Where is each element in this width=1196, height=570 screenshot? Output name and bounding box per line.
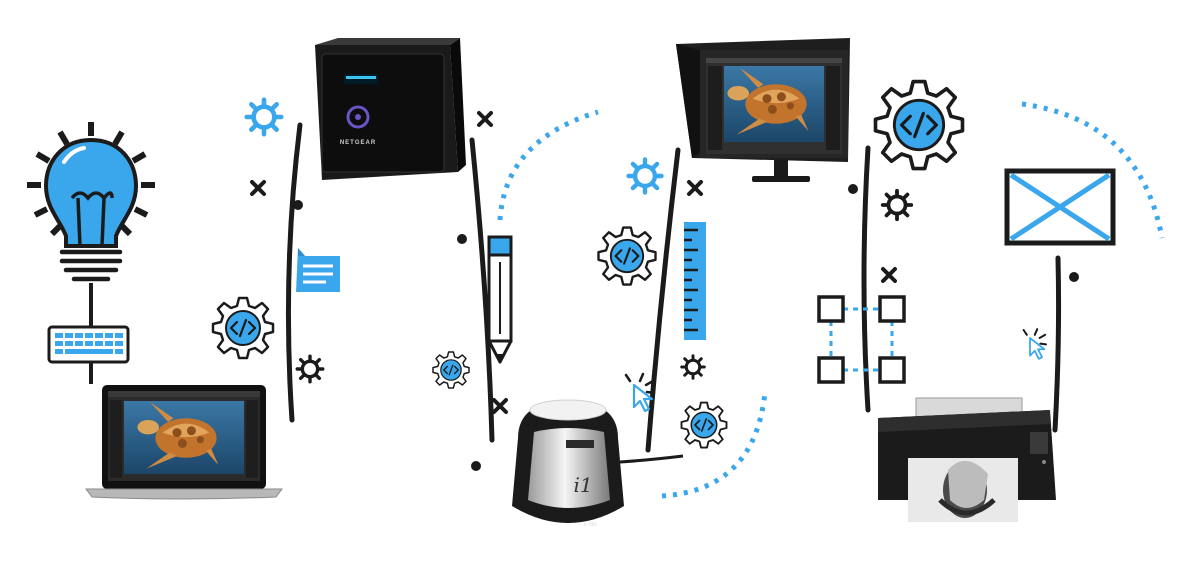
connector-line-5 [1052,255,1062,433]
gear-icon [247,100,282,135]
monitor-icon [676,38,850,182]
code-gear-icon [680,401,728,449]
ruler-icon [684,222,706,340]
gear-icon [629,160,662,193]
dotted-arc-1 [497,109,599,221]
laptop-icon [85,385,283,500]
cross-icon [881,267,897,283]
printer-icon [878,397,1056,522]
code-gear-icon [873,79,965,171]
gear-icon [880,188,914,222]
keyboard-icon [47,325,130,384]
cross-icon [492,398,508,414]
chat-bubble-icon [296,248,340,292]
lightbulb-icon [27,122,155,326]
connector-line-1 [285,122,303,423]
connector-line-3 [645,147,681,453]
node-dot [848,184,858,194]
code-gear-icon [432,351,470,389]
nas-brand-label: NETGEAR [340,140,376,146]
pencil-icon [487,235,513,364]
node-dots [293,184,1079,471]
node-dot [471,461,481,471]
connector-line-4 [861,145,871,413]
code-gear-icon [211,296,275,360]
cursor-click-icon [1022,328,1048,360]
dotted-arc-2 [661,391,768,499]
calibrator-icon: i1 x·rite [512,399,684,528]
calibrator-brand-label: i1 [573,473,592,497]
gear-icon [295,354,325,384]
node-dot [457,234,467,244]
envelope-icon [1004,168,1116,246]
dotted-arcs [497,101,1165,499]
nas-icon: NETGEAR [315,38,466,180]
node-dot [1069,272,1079,282]
connector-line-2 [469,137,495,443]
cross-icon [477,111,493,127]
calibrator-maker-label: x·rite [583,522,597,528]
node-dot [293,200,303,210]
cross-icon [250,180,266,196]
cross-icon [687,180,703,196]
connector-lines [285,122,1062,453]
code-gear-icon [597,226,657,286]
flowchart-icon [817,295,906,384]
gear-icon [680,354,706,380]
